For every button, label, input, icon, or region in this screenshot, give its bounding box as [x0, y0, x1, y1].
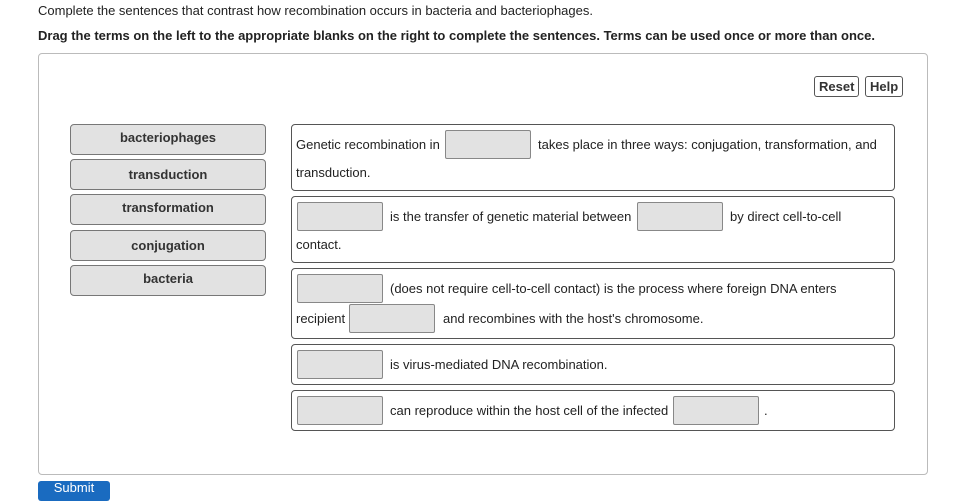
question-prompt: Complete the sentences that contrast how… [38, 3, 593, 18]
drop-blank[interactable] [445, 130, 531, 159]
term-transduction[interactable]: transduction [70, 159, 266, 190]
term-transformation[interactable]: transformation [70, 194, 266, 225]
sentence-text: Genetic recombination in [296, 137, 440, 152]
sentence-text: . [764, 403, 768, 418]
sentence-4: is virus-mediated DNA recombination. [291, 344, 895, 385]
sentence-text: is virus-mediated DNA recombination. [390, 357, 608, 372]
sentence-text: takes place in three ways: conjugation, … [538, 137, 877, 152]
drop-blank[interactable] [637, 202, 723, 231]
drag-drop-panel [38, 53, 928, 475]
drop-blank[interactable] [297, 202, 383, 231]
reset-button[interactable]: Reset [814, 76, 860, 97]
sentence-2: is the transfer of genetic material betw… [291, 196, 895, 263]
sentence-text: contact. [296, 237, 342, 252]
sentence-5: can reproduce within the host cell of th… [291, 390, 895, 431]
sentence-text: transduction. [296, 165, 371, 180]
sentence-3: (does not require cell-to-cell contact) … [291, 268, 895, 339]
submit-button[interactable]: Submit [38, 481, 110, 501]
question-instruction: Drag the terms on the left to the approp… [38, 28, 875, 43]
term-bacteria[interactable]: bacteria [70, 265, 266, 296]
sentence-text: and recombines with the host's chromosom… [443, 311, 704, 326]
sentence-text: can reproduce within the host cell of th… [390, 403, 669, 418]
help-button[interactable]: Help [865, 76, 904, 97]
sentence-1: Genetic recombination in takes place in … [291, 124, 895, 191]
term-bacteriophages[interactable]: bacteriophages [70, 124, 266, 155]
sentence-text: (does not require cell-to-cell contact) … [390, 281, 837, 296]
drop-blank[interactable] [297, 396, 383, 425]
drop-blank[interactable] [297, 350, 383, 379]
term-conjugation[interactable]: conjugation [70, 230, 266, 261]
drop-blank[interactable] [297, 274, 383, 303]
drop-blank[interactable] [673, 396, 759, 425]
sentence-text: by direct cell-to-cell [730, 209, 842, 224]
drop-blank[interactable] [349, 304, 435, 333]
sentence-text: recipient [296, 311, 346, 326]
sentence-text: is the transfer of genetic material betw… [390, 209, 632, 224]
